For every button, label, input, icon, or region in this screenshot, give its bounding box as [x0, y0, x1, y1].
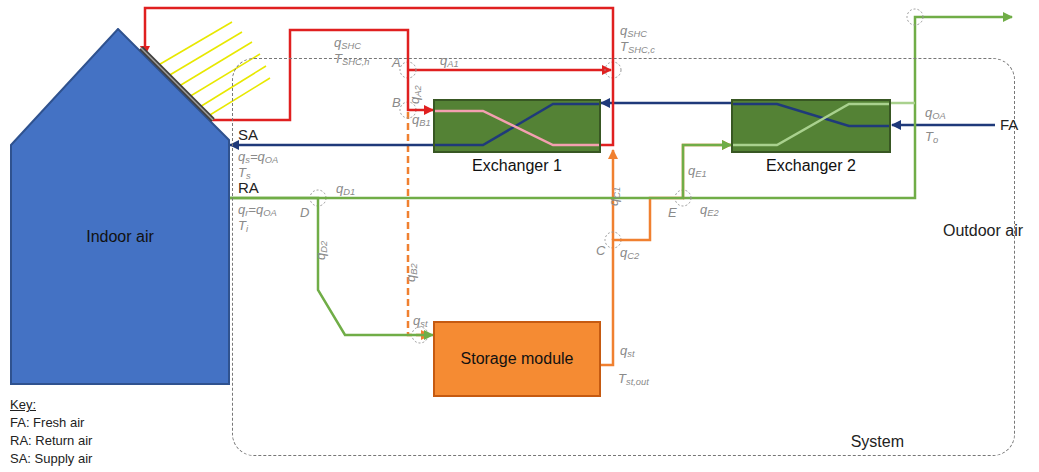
flow-connector	[601, 102, 731, 105]
annotation: SA	[238, 127, 258, 144]
flow-symbol: qr=qOA	[238, 203, 277, 219]
heat-exchanger: Exchanger 1	[433, 99, 601, 153]
annotation: Outdoor air	[943, 222, 1023, 240]
flow-symbol: qs=qOA	[238, 150, 278, 166]
heat-exchanger: Exchanger 2	[731, 99, 891, 153]
house-body	[11, 29, 229, 384]
air-passage	[733, 104, 889, 126]
annotation: Key:	[10, 398, 36, 412]
flow-symbol: qA2	[408, 85, 424, 104]
flow-symbol: D	[300, 206, 309, 220]
flow-symbol: A	[392, 56, 401, 70]
annotation: RA	[238, 180, 259, 197]
node-label: System	[851, 433, 904, 451]
flow-symbol: TSHC,h	[334, 52, 369, 68]
flow-symbol: qC1	[607, 187, 623, 206]
node-label: Exchanger 1	[435, 157, 599, 175]
flow-symbol: TSHC,c	[620, 40, 655, 56]
flow-symbol: Tst,out	[618, 372, 649, 388]
flow-connector	[210, 30, 433, 120]
flow-qa1	[408, 69, 611, 72]
annotation: RA: Return air	[10, 434, 92, 448]
air-passage	[733, 104, 889, 145]
flow-symbol: qB1	[412, 113, 431, 129]
annotation: FA: Fresh air	[10, 416, 84, 430]
exhaust-line	[683, 17, 1012, 198]
flow-symbol: qB2	[404, 263, 420, 282]
flow-symbol: qSHC	[620, 24, 647, 40]
flow-symbol: Ti	[238, 219, 248, 235]
flow-symbol: E	[668, 206, 677, 220]
exchanger-passages	[435, 101, 599, 151]
flow-symbol: qD1	[336, 182, 355, 198]
water-passage	[435, 111, 599, 145]
exhaust-line	[890, 102, 915, 105]
flow-connector	[230, 144, 433, 147]
flow-symbol: qE1	[688, 164, 707, 180]
house-shape: Indoor air	[10, 28, 230, 385]
node-label: Indoor air	[86, 228, 154, 246]
fresh-air-line	[892, 124, 995, 127]
air-passage	[435, 104, 599, 145]
flow-symbol: qSHC	[334, 36, 361, 52]
annotation: SA: Supply air	[10, 452, 92, 466]
annotation: FA	[1000, 117, 1018, 134]
flow-connector	[230, 198, 433, 335]
flow-symbol: qA1	[440, 54, 459, 70]
flow-symbol: qC2	[620, 246, 639, 262]
storage-box: Storage module	[433, 321, 601, 397]
flow-symbol: C	[596, 244, 605, 258]
solar-collector	[141, 48, 213, 120]
flow-symbol: B	[392, 96, 401, 110]
flow-symbol: qD2	[314, 241, 330, 260]
flow-connector	[601, 145, 731, 365]
node-label: Exchanger 2	[733, 157, 889, 175]
flow-symbol: To	[925, 130, 938, 146]
flow-symbol: qOA	[925, 106, 946, 122]
house-outline	[10, 28, 230, 385]
flow-symbol: qE2	[700, 203, 719, 219]
flow-symbol: qst	[620, 344, 635, 360]
node-label: Storage module	[461, 350, 574, 368]
exchanger-passages	[733, 101, 889, 151]
flow-symbol: qst	[413, 314, 428, 330]
junction-circles	[310, 9, 923, 343]
solar-collector	[141, 48, 213, 120]
